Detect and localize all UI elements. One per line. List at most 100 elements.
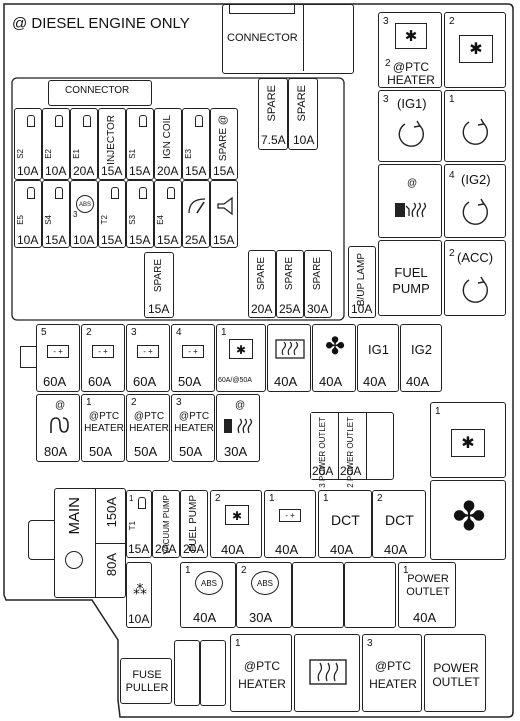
top-spare-1[interactable]: SPARE 7.5A bbox=[258, 78, 288, 150]
fuse-dct-1-amp: 40A bbox=[330, 542, 354, 557]
fuse-s4[interactable]: S4 15A bbox=[42, 180, 70, 248]
fuse-e4[interactable]: E4 15A bbox=[154, 180, 182, 248]
relay-fan[interactable]: ✤ bbox=[430, 480, 506, 560]
fuse-spare-25a[interactable]: SPARE 25A bbox=[276, 250, 304, 318]
relay-rear-defrost[interactable] bbox=[294, 634, 360, 712]
fuse-power-outlet-1-label: POWER OUTLET bbox=[406, 573, 450, 598]
fuse-bup-lamp[interactable]: B/UP LAMP 10A bbox=[348, 246, 376, 318]
fuse-dct-2-num: 2 bbox=[377, 493, 383, 504]
fuse-dct-2[interactable]: 2 DCT 40A bbox=[372, 490, 426, 558]
relay-ig1[interactable]: 3 (IG1) bbox=[378, 90, 442, 162]
abs-icon-text: ABS bbox=[78, 202, 91, 208]
fuse-abs-1[interactable]: 1 ABS 40A bbox=[180, 562, 236, 628]
fuse-mid-2[interactable]: 2 - + 60A bbox=[81, 324, 125, 392]
fuse-mid-3[interactable]: 3 - + 60A bbox=[126, 324, 170, 392]
relay-acc-num: 2 bbox=[449, 248, 455, 259]
fuse-s2[interactable]: S2 10A bbox=[14, 108, 42, 180]
fuse-mid-ig1-amp: 40A bbox=[363, 374, 387, 389]
fuse-ptc-fuel-heater[interactable]: @ 30A bbox=[216, 394, 260, 462]
fuse-vacuum-pump[interactable]: VACUUM PUMP 20A bbox=[152, 490, 180, 558]
fuse-dct-1[interactable]: 1 DCT 40A bbox=[318, 490, 372, 558]
fuse-s1[interactable]: S1 15A bbox=[126, 108, 154, 180]
relay-ptc-heater-1[interactable]: 1 @PTC HEATER bbox=[230, 634, 292, 712]
fuse-mid-6[interactable]: 40A bbox=[267, 324, 311, 392]
fuse-icon bbox=[195, 115, 203, 127]
fuse-injector[interactable]: INJECTOR 15A bbox=[98, 108, 126, 180]
fuse-headlamp[interactable]: ⁂ 10A bbox=[126, 562, 152, 628]
fuse-abs-3[interactable]: 3 ABS 10A bbox=[70, 180, 98, 248]
fuse-ign-coil[interactable]: IGN COIL 20A bbox=[154, 108, 182, 180]
fuse-ptc-2[interactable]: 2 @PTC HEATER 50A bbox=[126, 394, 170, 462]
fuse-abs-2[interactable]: 2 ABS 30A bbox=[236, 562, 292, 628]
fuse-t1-label: T1 bbox=[128, 521, 137, 531]
main-fuse-amp: 150A bbox=[104, 497, 119, 528]
fuse-power-outlet-3[interactable]: 3 POWER OUTLET 20A bbox=[311, 413, 339, 488]
bottom-slot-1[interactable] bbox=[174, 640, 200, 706]
fuse-ptc-3[interactable]: 3 @PTC HEATER 50A bbox=[171, 394, 215, 462]
fuse-mid-2-num: 2 bbox=[86, 327, 92, 338]
fuse-mid-4[interactable]: 4 - + 50A bbox=[171, 324, 215, 392]
fuse-fuel-pump[interactable]: FUEL PUMP 20A bbox=[180, 490, 208, 558]
relay-power-outlet-label: POWER OUTLET bbox=[432, 661, 480, 689]
fuse-icon bbox=[83, 115, 91, 127]
fuse-ptc-1[interactable]: 1 @PTC HEATER 50A bbox=[81, 394, 125, 462]
fuse-power-outlet-1-amp: 40A bbox=[413, 610, 437, 625]
fuse-abs-empty-1[interactable] bbox=[292, 562, 344, 628]
fuse-mid-ig2[interactable]: IG2 40A bbox=[400, 324, 442, 392]
fuse-t2[interactable]: T2 15A bbox=[98, 180, 126, 248]
rotate-icon bbox=[462, 276, 488, 303]
relay-glow[interactable]: @ bbox=[378, 164, 442, 238]
main-fuse-block[interactable]: MAIN 150A 80A bbox=[54, 488, 126, 598]
relay-fuel-pump[interactable]: FUEL PUMP bbox=[378, 240, 442, 316]
fuse-abs-empty-2[interactable] bbox=[344, 562, 396, 628]
fuse-lower-battery[interactable]: 1 - + 40A bbox=[264, 490, 316, 558]
fuse-spare-15a[interactable]: SPARE 15A bbox=[144, 252, 174, 318]
fuse-mid-7[interactable]: ✤ 40A bbox=[312, 324, 356, 392]
fuse-e4-amp: 15A bbox=[157, 233, 179, 247]
fuse-mid-1-num: 5 bbox=[41, 327, 47, 338]
fuse-e5[interactable]: E5 10A bbox=[14, 180, 42, 248]
relay-1[interactable]: 1 bbox=[444, 90, 506, 162]
relay-acc-label: (ACC) bbox=[457, 250, 494, 265]
fuse-lower-relay[interactable]: 2 ✱ 40A bbox=[210, 490, 262, 558]
fuse-s1-amp: 15A bbox=[129, 164, 151, 178]
fuse-s4-label: S4 bbox=[44, 215, 53, 225]
fuse-power-outlet-2[interactable]: 2 POWER OUTLET 20A bbox=[339, 413, 367, 488]
fuse-t1[interactable]: 1 T1 15A bbox=[126, 490, 152, 558]
fuse-ptc-glow[interactable]: @ 80A bbox=[36, 394, 80, 462]
relay-ptc-heater[interactable]: 3 2 ✱ @PTC HEATER bbox=[378, 12, 442, 88]
relay-2[interactable]: 2 ✱ bbox=[444, 12, 506, 88]
relay-ig2[interactable]: 4 (IG2) bbox=[444, 164, 506, 238]
fuse-injector-amp: 15A bbox=[101, 164, 123, 178]
fuse-e1[interactable]: E1 20A bbox=[70, 108, 98, 180]
fuse-ptc-fuel-heater-num: @ bbox=[235, 400, 246, 411]
horn-icon bbox=[217, 196, 233, 216]
fuse-e3[interactable]: E3 15A bbox=[182, 108, 210, 180]
fuse-puller[interactable]: FUSE PULLER bbox=[120, 658, 172, 704]
fuse-wiper[interactable]: 25A bbox=[182, 180, 210, 248]
relay-acc[interactable]: 2 (ACC) bbox=[444, 240, 506, 316]
relay-ptc-heater-3[interactable]: 3 @PTC HEATER bbox=[362, 634, 422, 712]
fuse-horn[interactable]: 15A bbox=[210, 180, 238, 248]
fuse-power-outlet-1[interactable]: 1 POWER OUTLET 40A bbox=[398, 562, 456, 628]
main-side-clip bbox=[28, 520, 54, 560]
fuse-spare-20a[interactable]: SPARE 20A bbox=[248, 250, 276, 318]
fuse-ptc-3-amp: 50A bbox=[179, 444, 203, 459]
rotate-icon bbox=[462, 118, 488, 145]
top-spare-2[interactable]: SPARE 10A bbox=[288, 78, 318, 150]
fuse-s3[interactable]: S3 15A bbox=[126, 180, 154, 248]
bottom-slot-2[interactable] bbox=[200, 640, 226, 706]
fuse-mid-ig1[interactable]: IG1 40A bbox=[357, 324, 399, 392]
relay-ptc-heater-3-label: @PTC HEATER bbox=[369, 659, 417, 691]
fuse-spare-30a[interactable]: SPARE 30A bbox=[304, 250, 332, 318]
fuse-mid-2-amp: 60A bbox=[88, 374, 112, 389]
fuse-e2[interactable]: E2 10A bbox=[42, 108, 70, 180]
fuse-mid-5[interactable]: 1 ✱ 60A/@50A bbox=[216, 324, 266, 392]
relay-power-outlet[interactable]: POWER OUTLET bbox=[424, 634, 486, 712]
fuse-e5-amp: 10A bbox=[17, 233, 39, 247]
fuse-spare-at[interactable]: SPARE @ 15A bbox=[210, 108, 238, 180]
fuse-t1-amp: 15A bbox=[128, 542, 150, 556]
inner-connector-label: CONNECTOR bbox=[65, 85, 130, 96]
fuse-mid-1[interactable]: 5 - + 60A bbox=[36, 324, 80, 392]
relay-lower-1[interactable]: 1 ✱ bbox=[430, 402, 506, 478]
